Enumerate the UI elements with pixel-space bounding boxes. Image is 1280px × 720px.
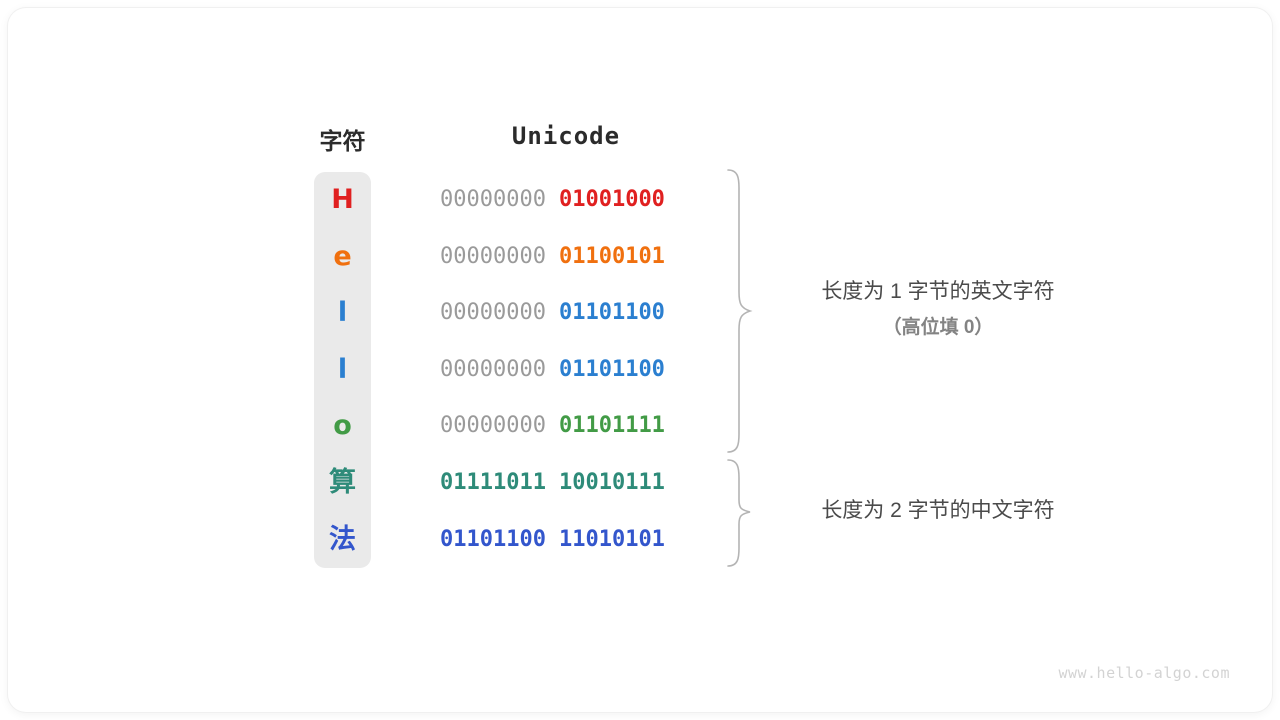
unicode-low-byte: 01101100 xyxy=(558,300,665,326)
character-cell: 算 xyxy=(329,467,356,498)
unicode-low-byte: 01101100 xyxy=(558,356,665,382)
brace-english-group xyxy=(727,169,753,453)
unicode-low-byte: 01001000 xyxy=(558,187,665,212)
annotation-chinese-main: 长度为 2 字节的中文字符 xyxy=(821,499,1055,522)
unicode-low-byte: 11010101 xyxy=(558,526,665,552)
annotation-english-main: 长度为 1 字节的英文字符 xyxy=(821,280,1055,303)
unicode-high-byte: 01111011 xyxy=(440,470,546,495)
unicode-low-byte: 01100101 xyxy=(558,243,665,269)
unicode-binary-row: 00000000 01101100 xyxy=(440,285,692,341)
column-header-character: 字符 xyxy=(319,128,366,154)
unicode-binary-row: 00000000 01101111 xyxy=(440,398,692,454)
unicode-high-byte: 00000000 xyxy=(440,187,546,212)
character-cell: 法 xyxy=(329,523,356,555)
group-braces xyxy=(727,169,753,567)
unicode-binary-row: 00000000 01101100 xyxy=(440,342,692,398)
unicode-binary-row: 00000000 01100101 xyxy=(440,229,692,285)
annotation-chinese-group: 长度为 2 字节的中文字符 xyxy=(770,494,1106,528)
character-cell: H xyxy=(331,184,354,215)
unicode-low-byte: 01101111 xyxy=(558,413,665,439)
watermark: www.hello-algo.com xyxy=(1058,664,1230,682)
character-cell: o xyxy=(333,410,352,442)
unicode-high-byte: 00000000 xyxy=(440,356,546,382)
annotation-english-group: 长度为 1 字节的英文字符 （高位填 0） xyxy=(770,274,1106,346)
unicode-low-byte: 10010111 xyxy=(558,470,665,495)
unicode-high-byte: 00000000 xyxy=(440,300,546,326)
unicode-binary-row: 01111011 10010111 xyxy=(440,455,692,511)
unicode-high-byte: 00000000 xyxy=(440,243,546,269)
character-cell: l xyxy=(337,297,348,329)
character-cell: e xyxy=(333,240,352,272)
unicode-high-byte: 00000000 xyxy=(440,413,546,439)
unicode-binary-row: 01101100 11010101 xyxy=(440,512,692,568)
annotation-english-sub: （高位填 0） xyxy=(882,317,994,338)
column-header-unicode: Unicode xyxy=(511,122,621,150)
character-cell: l xyxy=(337,353,348,385)
unicode-binary-row: 00000000 01001000 xyxy=(440,172,692,228)
brace-chinese-group xyxy=(727,459,751,567)
unicode-high-byte: 01101100 xyxy=(440,526,546,552)
